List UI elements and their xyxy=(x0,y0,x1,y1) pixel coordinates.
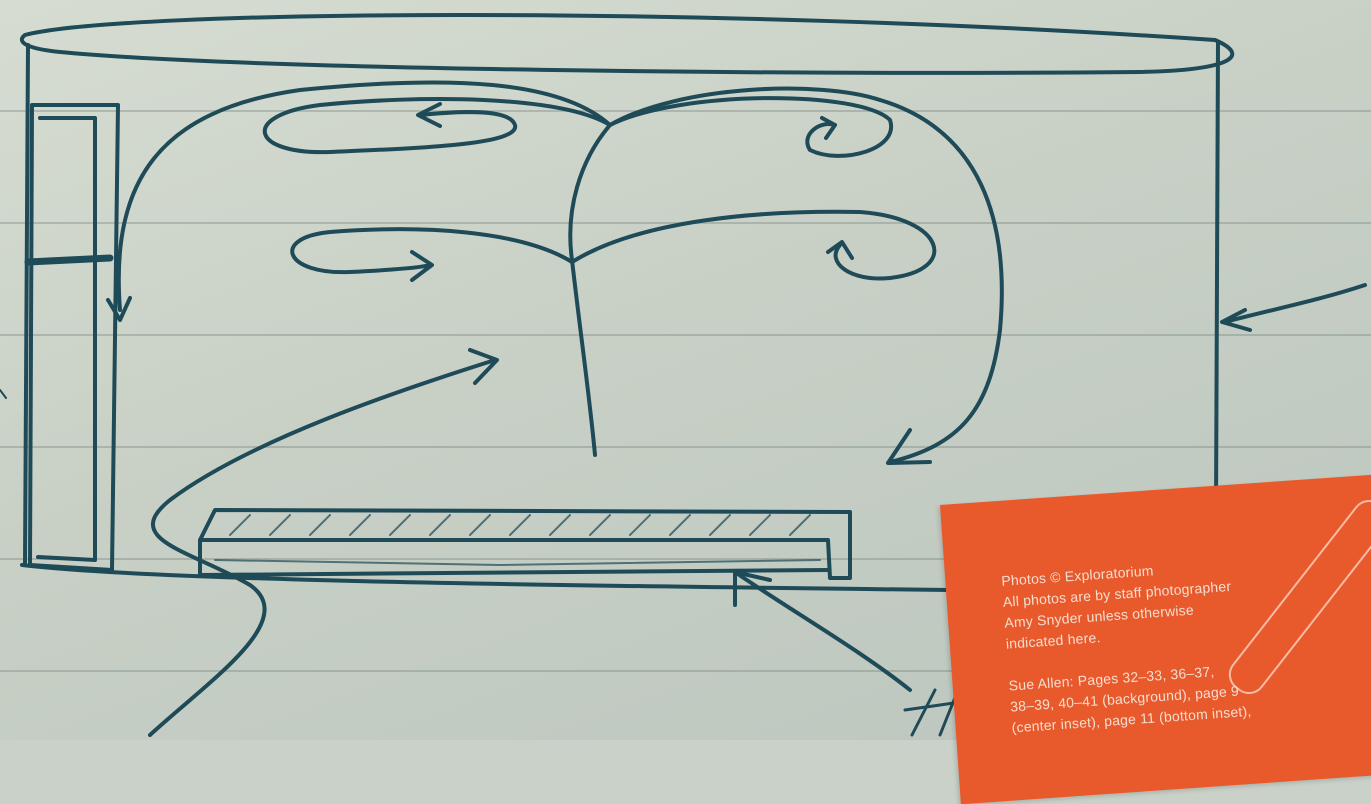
door-panel xyxy=(30,105,118,570)
hot-plate-front xyxy=(200,540,828,575)
credits-note: Photos © Exploratorium All photos are by… xyxy=(940,473,1371,804)
door-inner xyxy=(38,118,95,560)
lower-right-swirl xyxy=(572,212,934,279)
right-return-loop xyxy=(880,100,1002,462)
box-left-edge xyxy=(25,45,28,565)
box-top-ellipse xyxy=(22,15,1232,73)
left-margin-tick xyxy=(0,390,6,398)
central-stream xyxy=(570,125,610,455)
upper-right-arrowhead xyxy=(822,118,835,138)
door-divider xyxy=(28,258,110,262)
outer-loop-left xyxy=(119,82,610,310)
right-pointer-line xyxy=(1225,285,1365,322)
box-right-edge xyxy=(1216,42,1218,510)
lower-right-arrowhead xyxy=(828,242,852,258)
outer-loop-right xyxy=(610,89,880,125)
